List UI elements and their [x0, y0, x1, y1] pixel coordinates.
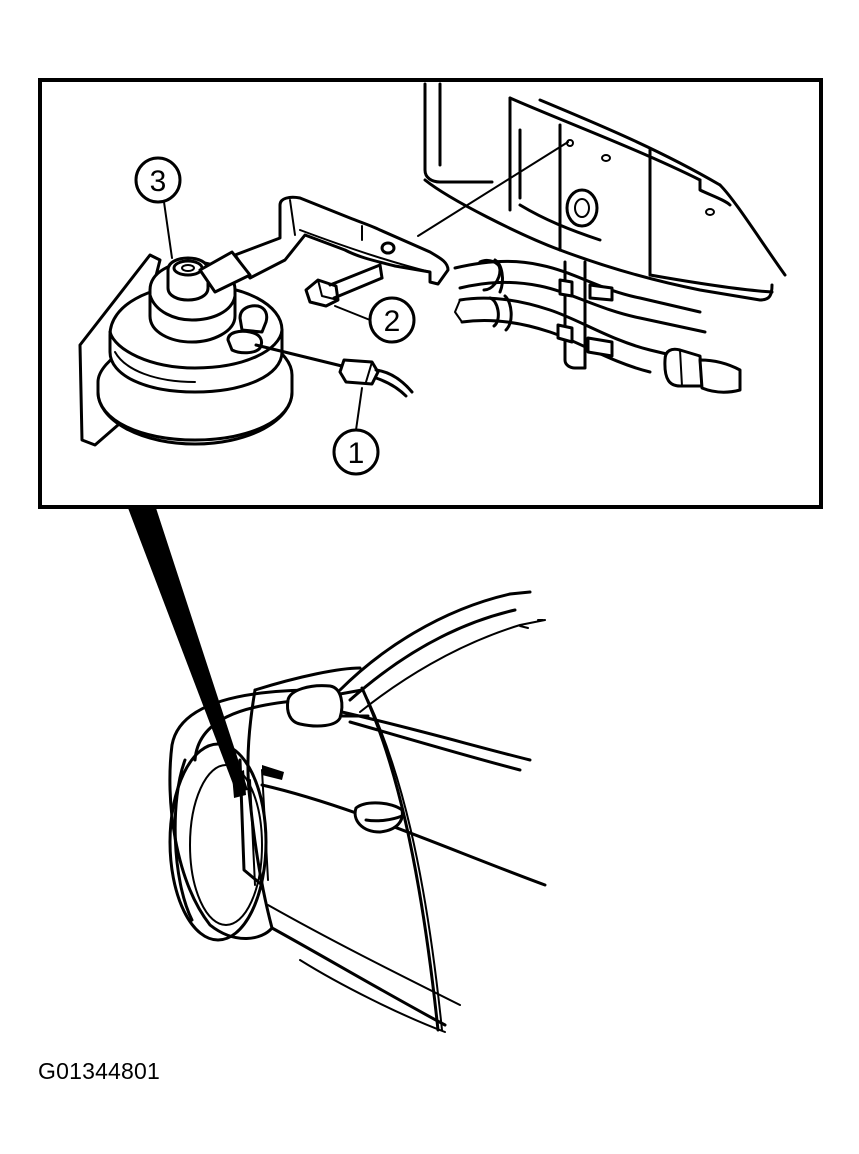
callout-2-label: 2	[384, 305, 401, 338]
callout-1-label: 1	[348, 437, 365, 470]
car-front-quarter	[168, 590, 547, 1033]
detail-pointer	[128, 508, 248, 792]
horn-connector	[338, 358, 414, 398]
callout-2: 2	[368, 296, 416, 344]
leader-line-2	[334, 305, 371, 321]
wiring-harness-hoses	[453, 258, 742, 394]
callout-3: 3	[134, 156, 182, 204]
vehicle-body-structure	[423, 82, 787, 370]
horn-bolt	[304, 263, 384, 308]
callout-3-label: 3	[150, 165, 167, 198]
leader-line-3	[163, 201, 173, 259]
leader-line-bracket	[417, 141, 569, 237]
callout-1: 1	[332, 428, 380, 476]
leader-line-1	[355, 387, 363, 431]
figure-id: G01344801	[38, 1058, 161, 1084]
horn-assembly	[78, 250, 352, 447]
horn-mounting-bracket	[233, 195, 450, 286]
